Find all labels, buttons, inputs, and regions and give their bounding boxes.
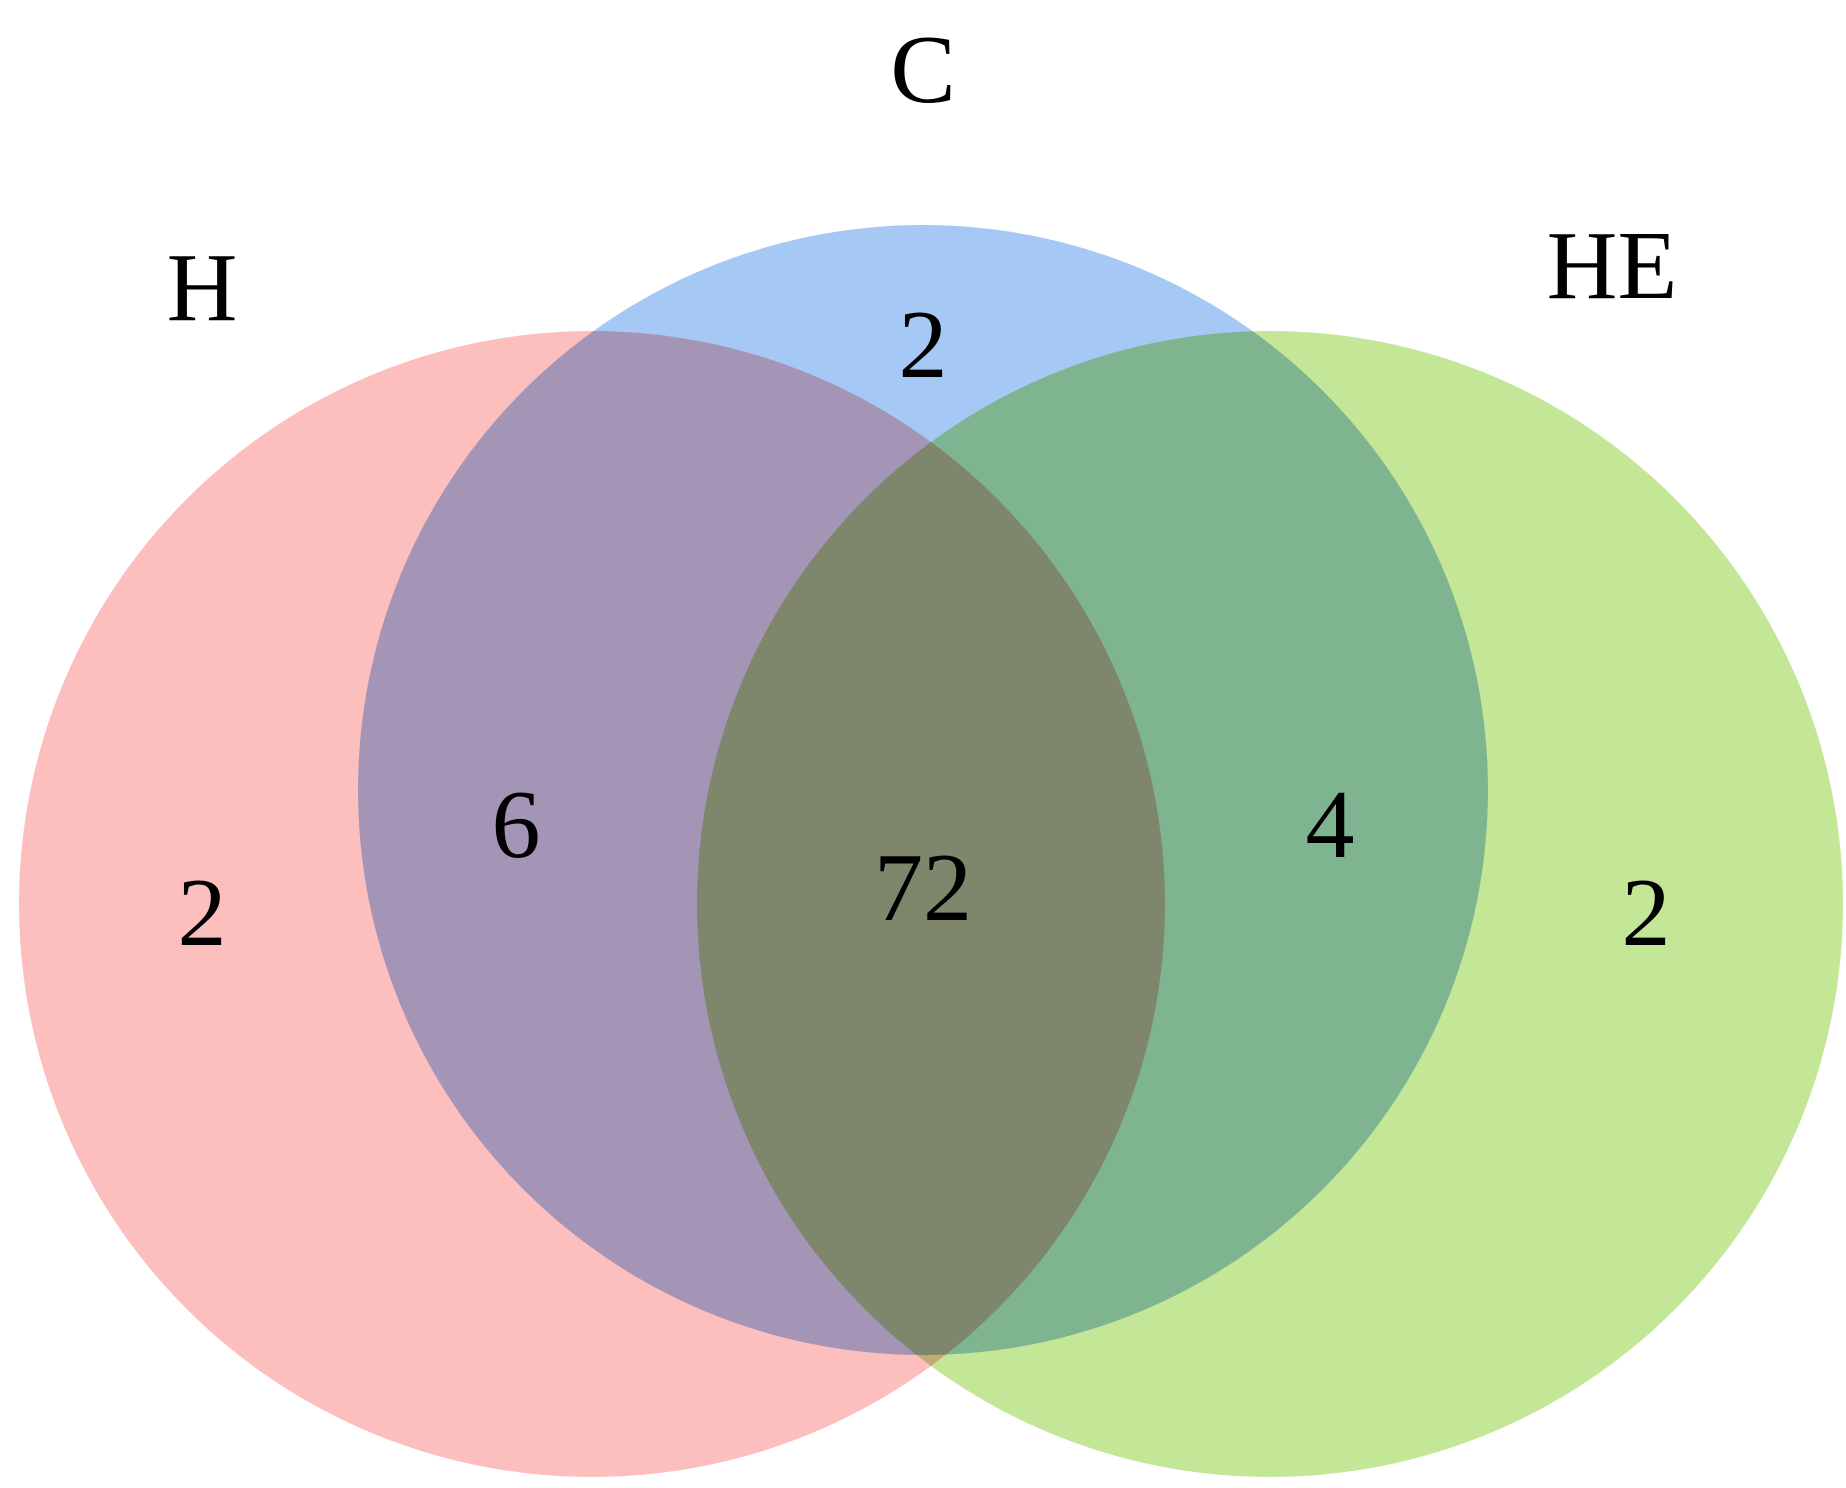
count-h-only: 2 — [178, 859, 227, 967]
count-h-c: 6 — [492, 771, 541, 879]
set-label-c: C — [890, 16, 955, 124]
count-c-only: 2 — [899, 291, 948, 399]
set-label-he: HE — [1547, 212, 1678, 320]
set-he-circle — [697, 331, 1843, 1477]
set-label-h: H — [167, 234, 238, 342]
count-c-he: 4 — [1306, 771, 1355, 879]
count-he-only: 2 — [1622, 859, 1671, 967]
count-h-c-he: 72 — [874, 834, 972, 942]
